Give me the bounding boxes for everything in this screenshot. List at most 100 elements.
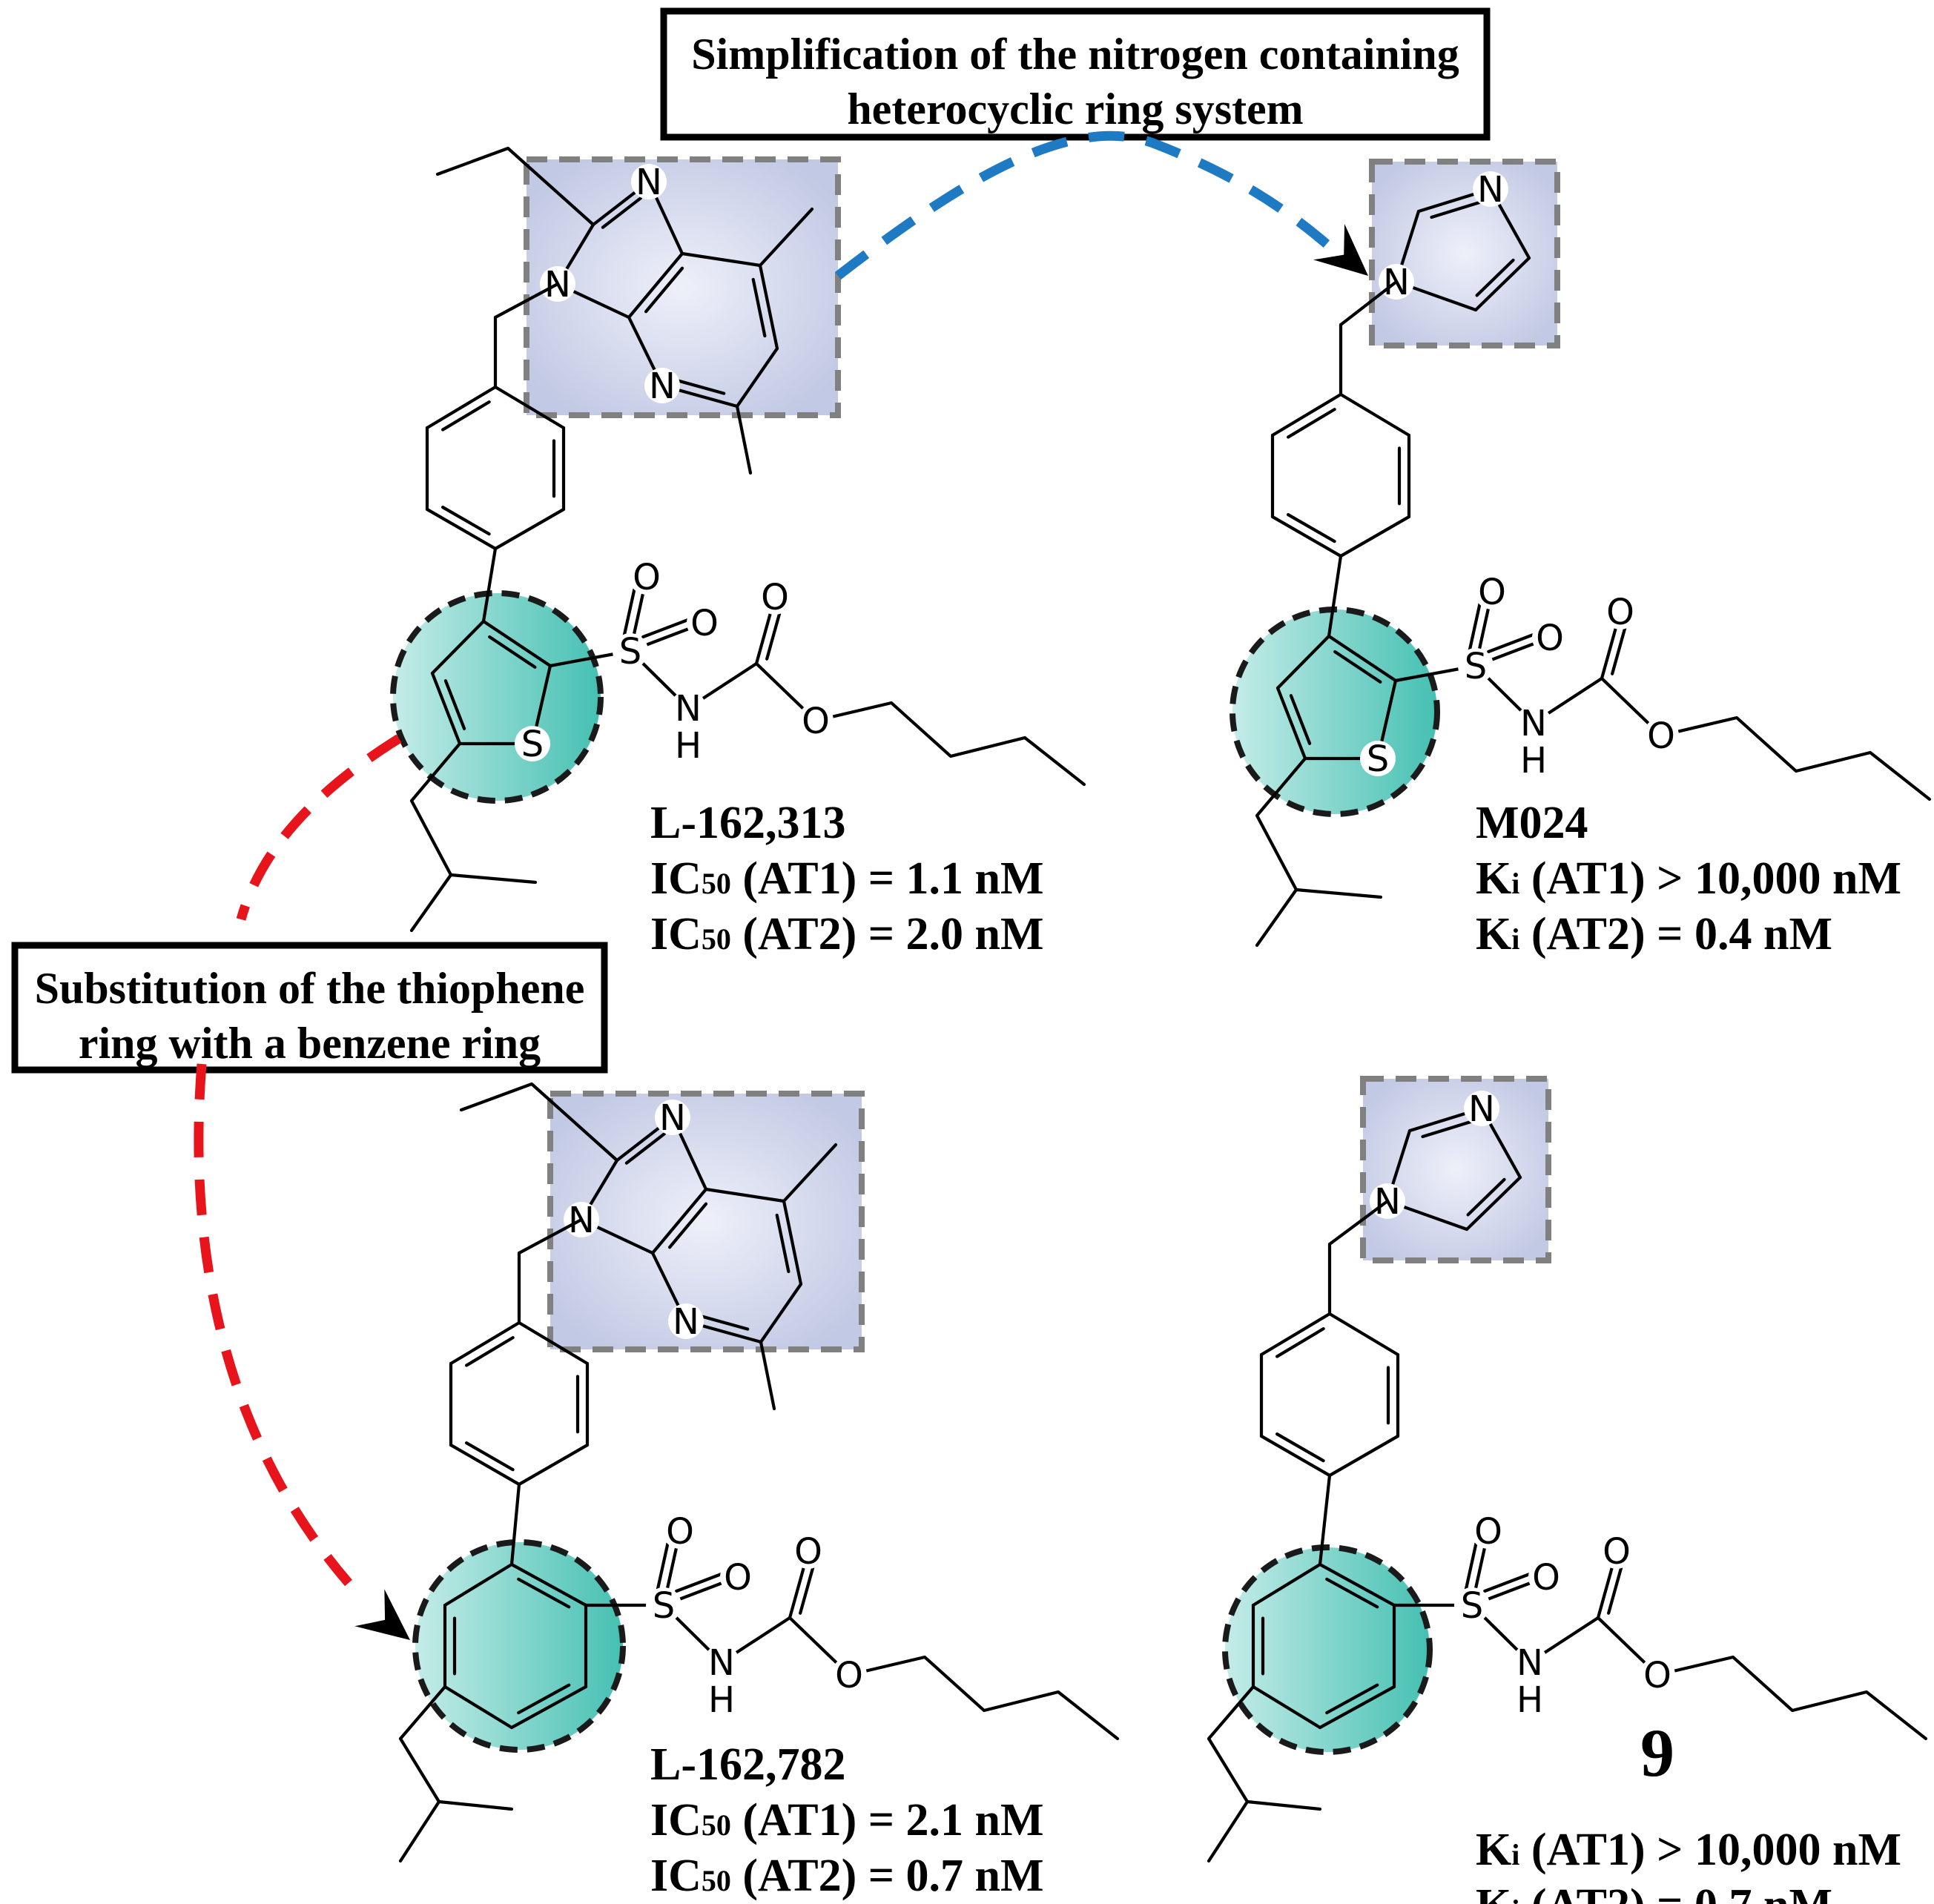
phenyl-bond [1270, 515, 1343, 558]
isobutyl-branch [1245, 1799, 1322, 1811]
callout-line: ring with a benzene ring [79, 1019, 541, 1068]
n-atom: N [1477, 169, 1504, 211]
benzene-bond [1251, 1562, 1322, 1607]
atom-mask [1458, 648, 1494, 684]
atom-mask [1640, 1657, 1675, 1693]
atom-mask [644, 368, 680, 403]
activity-line: IC50 (AT1) = 2.1 nM [650, 1795, 1044, 1845]
activity-subscript: i [1511, 922, 1519, 956]
activity-value: (AT1) = 1.1 nM [731, 853, 1044, 904]
bond [650, 1187, 708, 1255]
o-atom: O [1647, 715, 1675, 757]
butyl-chain [1655, 1655, 1928, 1741]
methylene-bond [493, 282, 560, 320]
activity-measure: IC [650, 1795, 702, 1845]
activity-line: IC50 (AT2) = 2.0 nM [650, 909, 1044, 959]
activity-subscript: 50 [702, 867, 731, 900]
biaryl-bond [481, 546, 498, 624]
o-atom: O [835, 1655, 863, 1696]
activity-value: (AT2) = 0.7 nM [731, 1851, 1044, 1901]
phenyl-bond [425, 507, 498, 551]
atom-mask [1512, 1644, 1548, 1680]
methyl [758, 207, 814, 268]
double-bond-line [1607, 1566, 1623, 1615]
phenyl-bond [1327, 1312, 1400, 1357]
bond [430, 619, 486, 675]
phenyl-bond [1327, 1434, 1400, 1478]
n-atom: N [659, 1097, 686, 1139]
isobutyl-chain [1255, 756, 1307, 948]
activity-value: (AT2) = 2.0 nM [731, 909, 1044, 959]
double-bond-line [464, 1441, 515, 1472]
o-atom: O [1606, 592, 1634, 633]
compound-name: L-162,313 [650, 798, 846, 848]
atom-mask [757, 579, 793, 615]
activity-value: (AT2) = 0.4 nM [1519, 909, 1832, 959]
atom-mask [1471, 1513, 1506, 1549]
compound-name: M024 [1476, 798, 1588, 848]
benzene-bond [1318, 1685, 1396, 1730]
activity-subscript: i [1511, 1838, 1519, 1871]
s-atom: S [521, 724, 544, 765]
double-bond-line [799, 1566, 815, 1615]
n-atom: N [673, 1301, 699, 1343]
bond [1465, 1175, 1522, 1232]
benzene-bond [1318, 1562, 1396, 1607]
atom-mask [670, 690, 706, 726]
highlight-circle [390, 590, 604, 804]
atom-mask [705, 1683, 738, 1716]
atom-mask [791, 1533, 826, 1569]
callout-box [660, 7, 1491, 141]
atom-mask [1464, 1091, 1499, 1126]
atom-mask [613, 633, 648, 669]
atom-mask [515, 726, 550, 761]
ethyl-chain [435, 146, 595, 227]
phenyl-bond [449, 1320, 521, 1366]
phenyl-bond [1339, 392, 1411, 437]
double-bond-line [1467, 602, 1482, 656]
atom-mask [1528, 1559, 1564, 1595]
o-atom: O [1536, 618, 1564, 659]
s-atom: S [619, 631, 641, 672]
nh-n-atom: N [708, 1642, 735, 1684]
highlight-box [547, 1091, 865, 1352]
atom-mask [1517, 744, 1550, 776]
bond [627, 251, 684, 320]
highlight-box [1369, 159, 1560, 348]
bond [1275, 634, 1331, 690]
double-bond-line [624, 1132, 666, 1165]
atom-mask [1516, 705, 1551, 741]
double-bond-line [465, 1336, 515, 1367]
double-bond-line [1289, 694, 1312, 745]
phenyl-bond [493, 385, 566, 430]
double-bond-line [440, 506, 491, 536]
highlight-box [1360, 1076, 1551, 1263]
o-atom: O [1474, 1511, 1502, 1553]
double-bond-line [621, 587, 636, 641]
bond [430, 671, 462, 746]
methyl [759, 1340, 776, 1411]
atom-mask [1514, 1683, 1546, 1716]
double-bond-line [1275, 1327, 1325, 1358]
arrow-head [1313, 223, 1368, 276]
red-dashed-arrow-upper [236, 734, 402, 921]
phenyl-bond [517, 1443, 590, 1487]
double-bond-line [1475, 258, 1515, 297]
bond [1473, 256, 1531, 312]
atom-mask [662, 1513, 698, 1549]
atom-mask [646, 1587, 681, 1623]
phenyl-bond [425, 385, 498, 430]
nh-n-atom: N [1520, 703, 1547, 744]
double-bond-line [1466, 1177, 1506, 1217]
activity-value: (AT1) = 2.1 nM [731, 1795, 1044, 1845]
atom-mask [1454, 1587, 1490, 1623]
compound-name: L-162,782 [650, 1739, 846, 1790]
activity-subscript: i [1511, 867, 1519, 900]
double-bond-line [441, 400, 491, 432]
phenyl-bond [517, 1320, 590, 1366]
activity-line: Ki (AT1) > 10,000 nM [1476, 1825, 1901, 1875]
s-atom: S [1465, 646, 1487, 687]
bond [1275, 686, 1307, 761]
double-bond-line [655, 1541, 670, 1596]
activity-value: (AT1) > 10,000 nM [1519, 1825, 1901, 1875]
